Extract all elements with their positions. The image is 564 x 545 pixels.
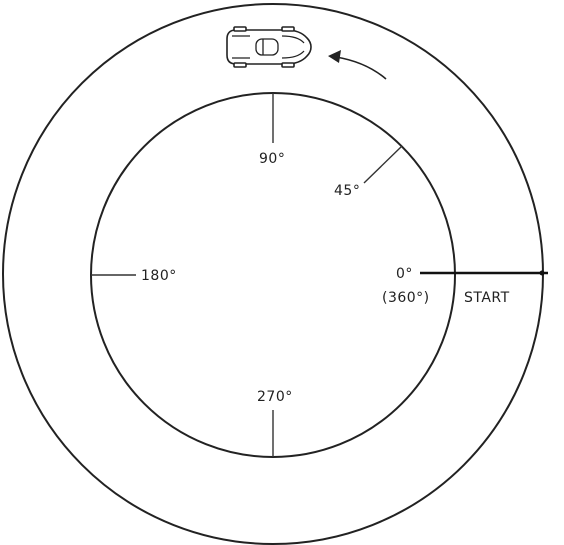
label-270: 270° — [257, 389, 293, 405]
start-line-marker — [540, 271, 545, 276]
label-0: 0° — [396, 266, 413, 282]
label-45: 45° — [334, 183, 360, 199]
label-start: START — [464, 290, 510, 306]
race-car-icon — [227, 27, 311, 67]
label-180: 180° — [141, 268, 177, 284]
counterclockwise-arrow-icon — [328, 50, 386, 79]
label-360: (360°) — [382, 290, 430, 306]
label-90: 90° — [259, 151, 285, 167]
tick-45 — [364, 146, 402, 183]
